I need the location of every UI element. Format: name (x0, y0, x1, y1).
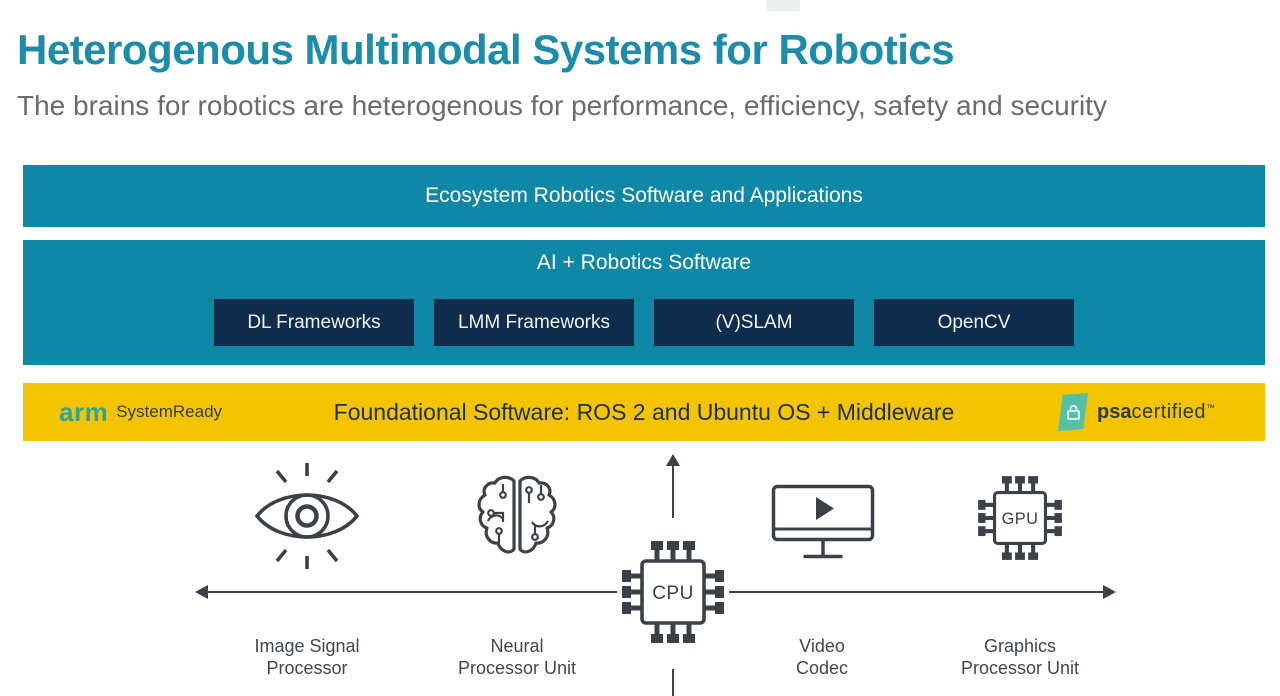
page-subtitle: The brains for robotics are heterogenous… (17, 90, 1107, 121)
ai-robotics-layer-label: AI + Robotics Software (536, 251, 752, 274)
foundational-layer-banner: arm SystemReady Foundational Software: R… (23, 383, 1265, 441)
label-graphics-processor-unit: Graphics Processor Unit (960, 636, 1080, 678)
systemready-wordmark: SystemReady (116, 402, 223, 421)
framework-box-label: (V)SLAM (715, 311, 793, 333)
play-icon (816, 497, 834, 520)
psa-certified-wordmark: psacertified™ (1097, 400, 1215, 423)
cpu-chip-icon: CPU (617, 536, 729, 648)
ecosystem-layer-label: Ecosystem Robotics Software and Applicat… (425, 184, 863, 207)
arm-systemready-logo: arm SystemReady (59, 383, 222, 441)
gpu-chip-icon: GPU (974, 472, 1066, 564)
brain-circuit-icon (477, 475, 557, 554)
ai-robotics-layer-banner: AI + Robotics Software DL Frameworks LMM… (23, 240, 1265, 365)
framework-box-label: LMM Frameworks (457, 311, 610, 333)
video-monitor-icon (771, 484, 875, 559)
page-title: Heterogenous Multimodal Systems for Robo… (17, 26, 955, 73)
label-image-signal-processor: Image Signal Processor (254, 636, 360, 678)
cpu-up-line (672, 465, 674, 518)
arrow-left-icon (195, 585, 208, 599)
framework-box-lmm: LMM Frameworks (434, 299, 634, 346)
ecosystem-layer-banner: Ecosystem Robotics Software and Applicat… (23, 165, 1265, 227)
psa-shield-shape (1058, 393, 1088, 431)
arrow-up-icon (666, 454, 680, 466)
framework-box-label: OpenCV (937, 311, 1011, 333)
framework-box-opencv: OpenCV (874, 299, 1074, 346)
gpu-chip-label: GPU (1002, 510, 1039, 528)
lock-icon (1066, 404, 1080, 420)
psa-certified-logo: psacertified™ (1058, 383, 1215, 441)
framework-box-row: DL Frameworks LMM Frameworks (V)SLAM Ope… (23, 299, 1265, 346)
label-video-codec: Video Codec (795, 636, 849, 678)
foundational-layer-label: Foundational Software: ROS 2 and Ubuntu … (333, 398, 955, 425)
cpu-chip-label: CPU (652, 583, 694, 604)
arrow-right-icon (1103, 585, 1116, 599)
label-neural-processor-unit: Neural Processor Unit (457, 636, 577, 678)
framework-box-dl: DL Frameworks (214, 299, 414, 346)
arm-brand-wordmark: arm (59, 397, 109, 427)
slide-top-crop-mark (766, 0, 800, 11)
framework-box-label: DL Frameworks (247, 311, 381, 333)
cpu-down-line (672, 669, 674, 696)
framework-box-vslam: (V)SLAM (654, 299, 854, 346)
eye-icon (254, 463, 360, 569)
